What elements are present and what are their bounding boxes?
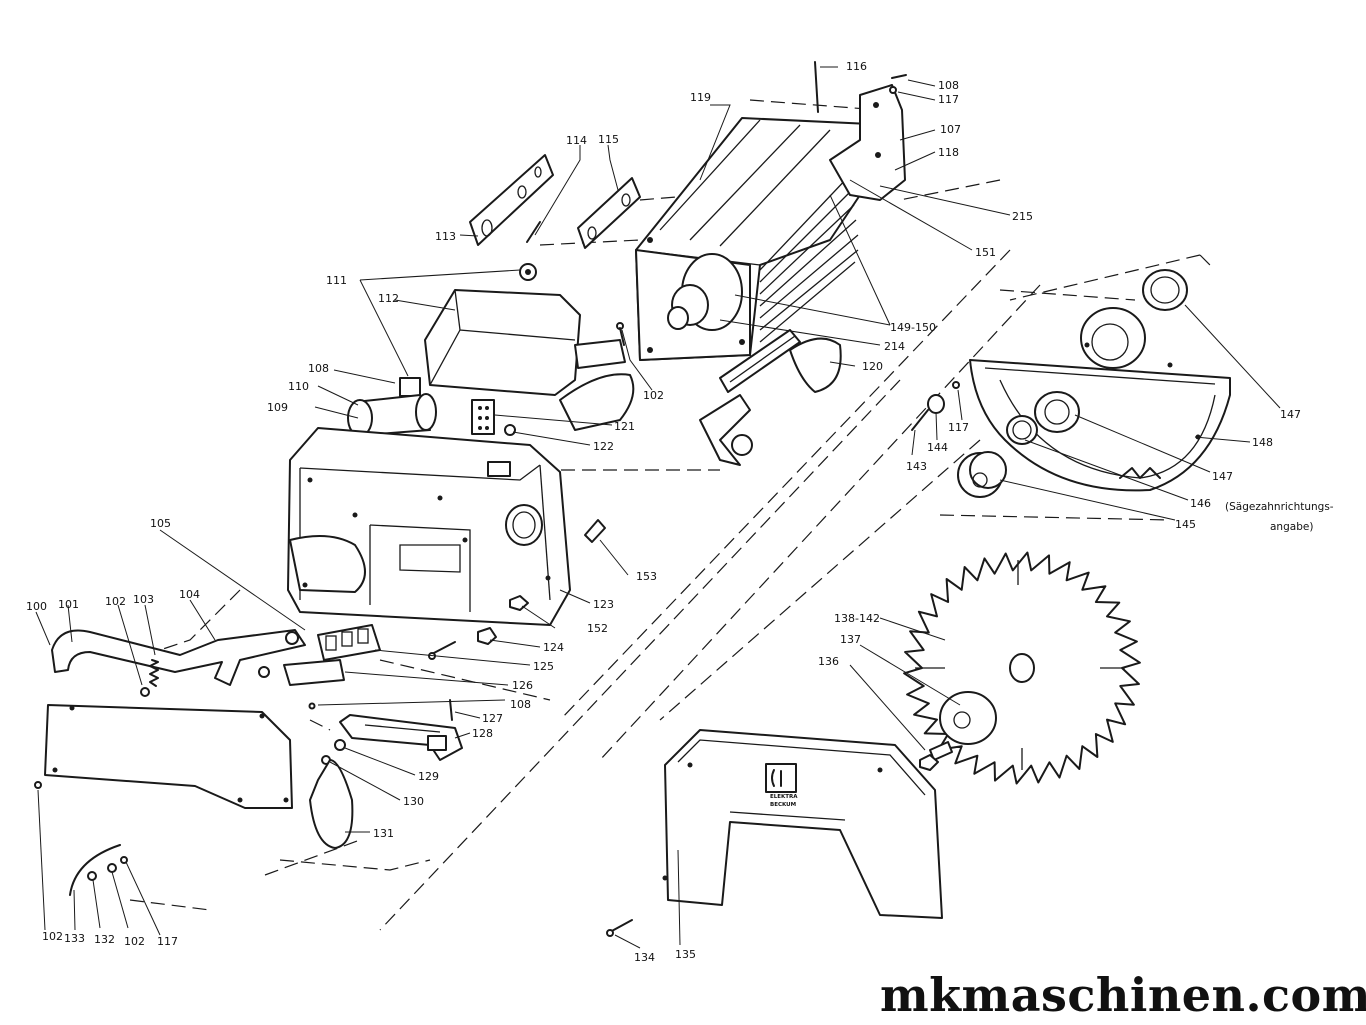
motor-housing	[635, 61, 906, 361]
hose-131	[309, 759, 354, 849]
cylinder-part	[347, 373, 635, 437]
label-122: 122	[593, 440, 614, 453]
lower-blade-guard: ELEKTRA BECKUM	[606, 729, 943, 937]
label-116: 116	[846, 60, 867, 73]
label-114: 114	[566, 134, 587, 147]
leader-lines	[35, 66, 1281, 949]
label-132: 132	[94, 933, 115, 946]
label-117: 117	[948, 421, 969, 434]
label-124: 124	[543, 641, 564, 654]
label-144: 144	[927, 441, 948, 454]
label-149-150: 149-150	[890, 321, 936, 334]
saw-blade	[903, 551, 1141, 785]
label-146: 146	[1190, 497, 1211, 510]
label-121: 121	[614, 420, 635, 433]
label-103: 103	[133, 593, 154, 606]
label-128: 128	[472, 727, 493, 740]
label-131: 131	[373, 827, 394, 840]
label-104: 104	[179, 588, 200, 601]
label-112: 112	[378, 292, 399, 305]
lever-arm	[51, 629, 306, 686]
label-110: 110	[288, 380, 309, 393]
label-148: 148	[1252, 436, 1273, 449]
label-125: 125	[533, 660, 554, 673]
label-101: 101	[58, 598, 79, 611]
small-screws	[34, 74, 907, 789]
label-118: 118	[938, 146, 959, 159]
spring-103	[140, 659, 159, 697]
label-153: 153	[636, 570, 657, 583]
label-102: 102	[124, 935, 145, 948]
note-line2: angabe)	[1270, 521, 1313, 533]
label-129: 129	[418, 770, 439, 783]
label-126: 126	[512, 679, 533, 692]
label-214: 214	[884, 340, 905, 353]
label-115: 115	[598, 133, 619, 146]
label-108: 108	[938, 79, 959, 92]
label-117: 117	[938, 93, 959, 106]
label-143: 143	[906, 460, 927, 473]
label-137: 137	[840, 633, 861, 646]
label-152: 152	[587, 622, 608, 635]
label-147: 147	[1280, 408, 1301, 421]
label-109: 109	[267, 401, 288, 414]
label-134: 134	[634, 951, 655, 964]
label-108: 108	[510, 698, 531, 711]
label-113: 113	[435, 230, 456, 243]
label-127: 127	[482, 712, 503, 725]
logo-line1: ELEKTRA	[770, 794, 798, 800]
label-107: 107	[940, 123, 961, 136]
label-215: 215	[1012, 210, 1033, 223]
label-147: 147	[1212, 470, 1233, 483]
label-120: 120	[862, 360, 883, 373]
watermark-text: mkmaschinen.com	[880, 968, 1366, 1022]
note-line1: (Sägezahnrichtungs-	[1225, 501, 1334, 513]
label-135: 135	[675, 948, 696, 961]
main-housing	[287, 427, 571, 626]
label-108: 108	[308, 362, 329, 375]
label-111: 111	[326, 274, 347, 287]
label-145: 145	[1175, 518, 1196, 531]
label-100: 100	[26, 600, 47, 613]
rings-and-washers	[911, 269, 1188, 498]
logo-line2: BECKUM	[770, 802, 796, 808]
label-136: 136	[818, 655, 839, 668]
bracket-128	[321, 699, 463, 765]
label-138-142: 138-142	[834, 612, 880, 625]
cover-plate	[44, 704, 293, 809]
upper-blade-guard	[969, 307, 1231, 492]
switch-box	[399, 263, 626, 397]
label-133: 133	[64, 932, 85, 945]
label-102: 102	[643, 389, 664, 402]
brush-rail	[699, 329, 842, 466]
label-117: 117	[157, 935, 178, 948]
label-151: 151	[975, 246, 996, 259]
label-105: 105	[150, 517, 171, 530]
terminal-block	[471, 399, 516, 436]
part-labels: 100 101 102 103 104 105 102 102 102 107 …	[26, 60, 1334, 964]
plates	[469, 154, 641, 249]
label-130: 130	[403, 795, 424, 808]
label-102: 102	[42, 930, 63, 943]
label-123: 123	[593, 598, 614, 611]
spring-133	[69, 844, 128, 896]
fittings	[428, 322, 625, 660]
label-102: 102	[105, 595, 126, 608]
switch-unit	[283, 624, 381, 686]
label-119: 119	[690, 91, 711, 104]
